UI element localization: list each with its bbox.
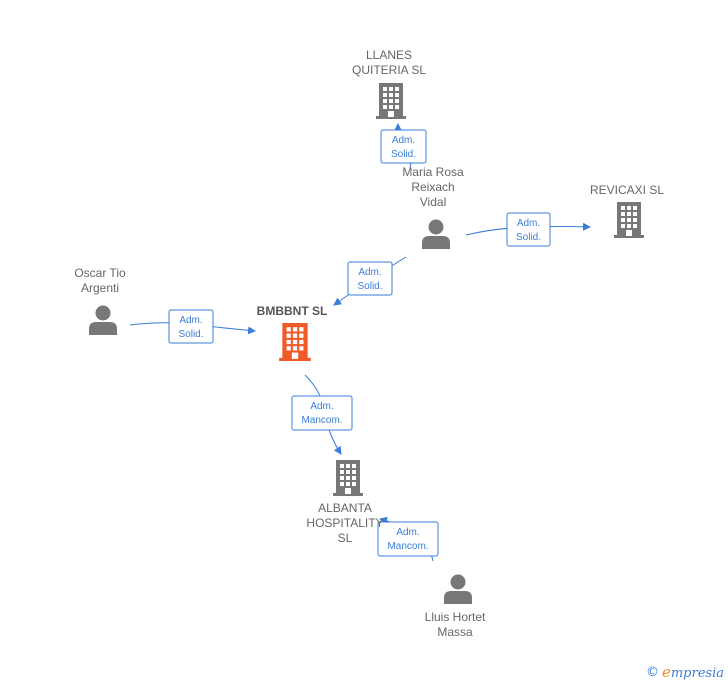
edge-label-line: Mancom. xyxy=(301,415,342,426)
node-label: Massa xyxy=(437,625,473,639)
node-albanta-hospitality[interactable]: ALBANTA HOSPITALITY SL xyxy=(306,460,384,545)
person-icon xyxy=(444,574,472,604)
node-label: REVICAXI SL xyxy=(590,183,664,197)
edge-label-line: Adm. xyxy=(396,527,419,538)
node-label: BMBBNT SL xyxy=(257,304,328,318)
edge-label-maria-revicaxi: Adm. Solid. xyxy=(506,212,551,247)
edge-label-line: Solid. xyxy=(516,232,541,243)
node-label: Lluis Hortet xyxy=(425,610,486,624)
building-icon xyxy=(614,202,644,238)
node-label: Vidal xyxy=(420,195,446,209)
edge-label-line: Adm. xyxy=(358,267,381,278)
node-label: ALBANTA xyxy=(318,501,372,515)
person-icon xyxy=(422,219,450,249)
node-label: Maria Rosa xyxy=(402,165,464,179)
node-bmbbnt-main[interactable]: BMBBNT SL xyxy=(257,304,328,361)
node-label: Oscar Tio xyxy=(74,266,126,280)
person-icon xyxy=(89,305,117,335)
edge-label-line: Solid. xyxy=(178,329,203,340)
edge-label-oscar-bmbbnt: Adm. Solid. xyxy=(168,309,214,344)
node-label: HOSPITALITY xyxy=(306,516,383,530)
copyright-icon: © xyxy=(645,664,659,680)
building-icon xyxy=(279,323,311,361)
edge-label-line: Adm. xyxy=(310,401,333,412)
edges-layer: Adm. Solid. Adm. Solid. Adm. Solid. Adm.… xyxy=(129,123,591,562)
node-label: QUITERIA SL xyxy=(352,63,426,77)
edge-label-maria-llanes: Adm. Solid. xyxy=(380,129,427,164)
node-maria-rosa-reixach-vidal[interactable]: Maria Rosa Reixach Vidal xyxy=(402,165,464,249)
edge-label-maria-bmbbnt: Adm. Solid. xyxy=(347,261,393,296)
edge-label-line: Solid. xyxy=(357,281,382,292)
building-icon xyxy=(376,83,406,119)
edge-label-lluis-albanta: Adm. Mancom. xyxy=(377,521,439,557)
node-label: SL xyxy=(338,531,353,545)
edge-label-line: Adm. xyxy=(392,135,415,146)
node-label: Reixach xyxy=(411,180,454,194)
node-oscar-tio-argenti[interactable]: Oscar Tio Argenti xyxy=(74,266,126,335)
edge-label-line: Mancom. xyxy=(387,541,428,552)
edge-label-line: Adm. xyxy=(517,218,540,229)
node-llanes-quiteria[interactable]: LLANES QUITERIA SL xyxy=(352,48,426,119)
node-label: Argenti xyxy=(81,281,119,295)
node-revicaxi[interactable]: REVICAXI SL xyxy=(590,183,664,238)
brand-footer: © empresia xyxy=(646,663,724,681)
node-lluis-hortet-massa[interactable]: Lluis Hortet Massa xyxy=(425,574,486,640)
building-icon xyxy=(333,460,363,496)
edge-label-line: Adm. xyxy=(179,315,202,326)
node-label: LLANES xyxy=(366,48,412,62)
brand-logo: empresia xyxy=(661,663,724,681)
edge-label-line: Solid. xyxy=(391,149,416,160)
edge-label-bmbbnt-albanta: Adm. Mancom. xyxy=(291,395,353,431)
